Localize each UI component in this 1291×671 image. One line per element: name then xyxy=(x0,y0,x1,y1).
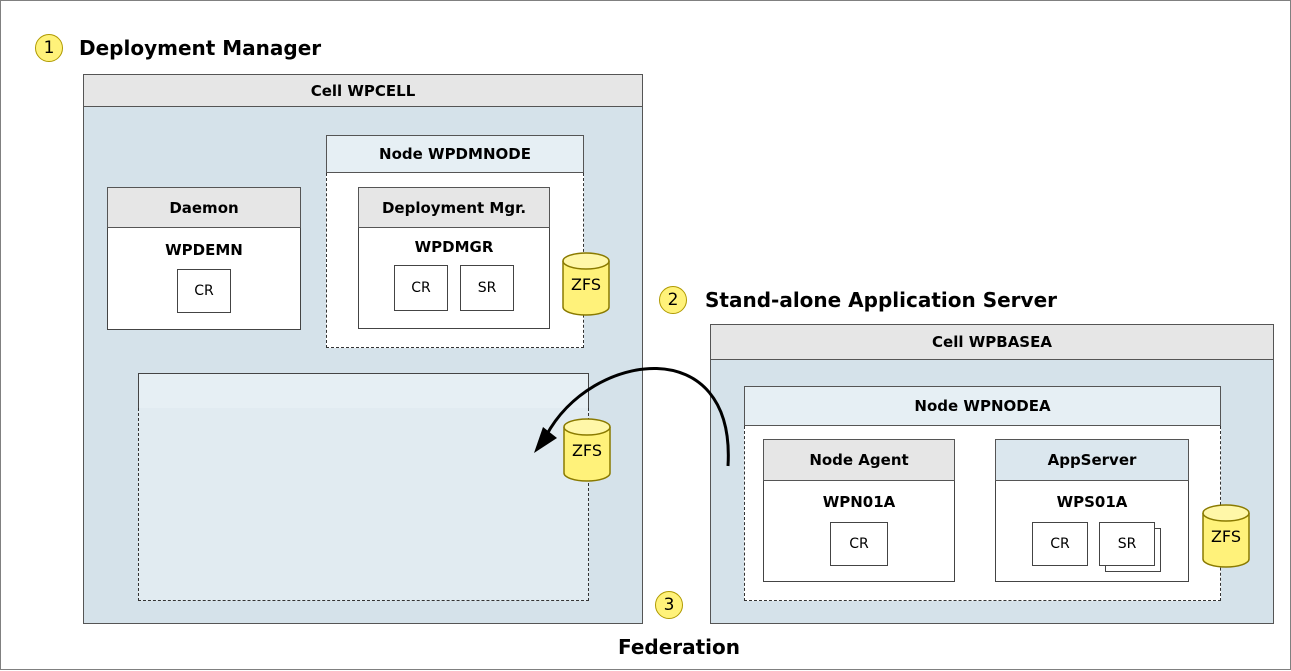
appserver-cr: CR xyxy=(1032,522,1088,566)
node-wpdmnode-header: Node WPDMNODE xyxy=(326,135,584,173)
step-1-badge: 1 xyxy=(35,34,63,62)
appserver-header: AppServer xyxy=(995,439,1189,481)
appserver-name: WPS01A xyxy=(1056,493,1128,511)
dmgr-cr: CR xyxy=(394,265,448,311)
zfs-label: ZFS xyxy=(1210,527,1242,546)
dmgr-sr: SR xyxy=(460,265,514,311)
zfs-cylinder-icon: ZFS xyxy=(560,251,612,317)
daemon-name: WPDEMN xyxy=(165,241,243,259)
cell-wpcell-header: Cell WPCELL xyxy=(83,74,643,107)
federation-label: Federation xyxy=(617,635,741,659)
deployment-manager-title: Deployment Manager xyxy=(79,36,322,60)
zfs-label: ZFS xyxy=(570,275,602,294)
node-agent-name: WPN01A xyxy=(822,493,896,511)
dmgr-header: Deployment Mgr. xyxy=(358,187,550,228)
federated-node-body xyxy=(138,408,589,601)
node-wpnodea-header: Node WPNODEA xyxy=(744,386,1221,426)
daemon-header: Daemon xyxy=(107,187,301,228)
zfs-cylinder-icon: ZFS xyxy=(1200,503,1252,569)
federated-node-header xyxy=(138,373,589,409)
step-2-badge: 2 xyxy=(659,286,687,314)
zfs-cylinder-icon: ZFS xyxy=(561,417,613,483)
dmgr-name: WPDMGR xyxy=(414,238,494,256)
daemon-cr: CR xyxy=(177,269,231,313)
step-3-badge: 3 xyxy=(655,591,683,619)
standalone-server-title: Stand-alone Application Server xyxy=(705,288,1058,312)
appserver-sr: SR xyxy=(1099,522,1155,566)
node-agent-cr: CR xyxy=(830,522,888,566)
zfs-label: ZFS xyxy=(571,441,603,460)
node-agent-header: Node Agent xyxy=(763,439,955,481)
cell-wpbasea-header: Cell WPBASEA xyxy=(710,324,1274,360)
